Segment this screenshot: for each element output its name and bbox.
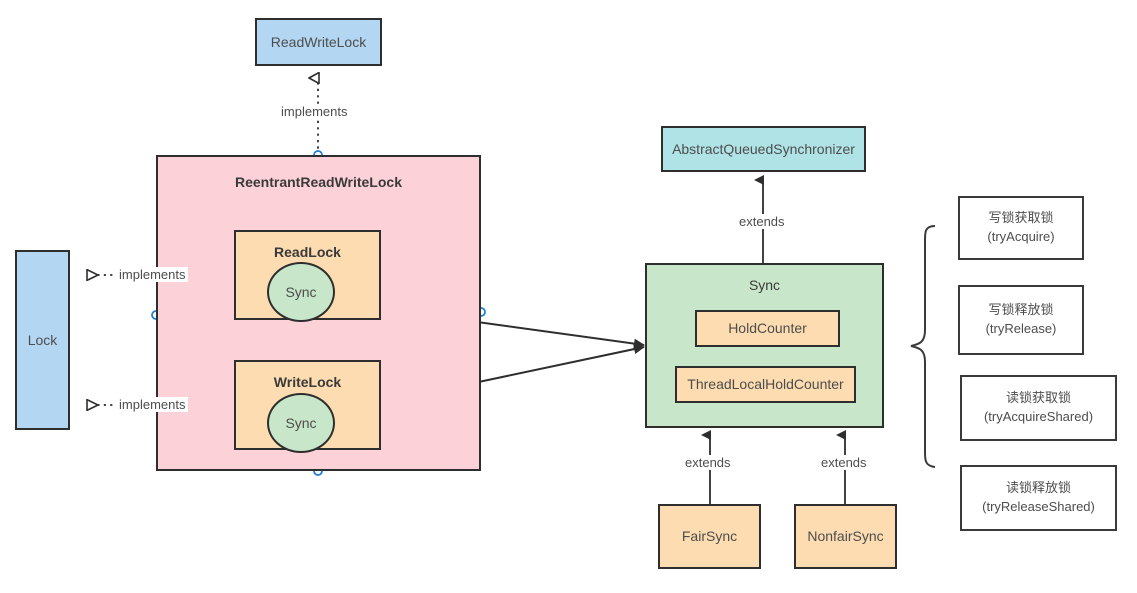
side-box-try-acquire-cn: 写锁获取锁 [988, 211, 1054, 227]
side-box-try-release-shared[interactable]: 读锁释放锁 (tryReleaseShared) [960, 465, 1117, 531]
node-writelock-label: WriteLock [273, 374, 342, 390]
node-threadlocalholdcounter[interactable]: ThreadLocalHoldCounter [675, 366, 856, 403]
node-lock[interactable]: Lock [15, 250, 70, 430]
node-holdcounter-label: HoldCounter [728, 320, 807, 337]
node-nonfairsync[interactable]: NonfairSync [794, 504, 897, 569]
side-box-try-acquire-shared-cn: 读锁获取锁 [1005, 391, 1071, 407]
node-fairsync[interactable]: FairSync [658, 504, 761, 569]
node-threadlocalholdcounter-label: ThreadLocalHoldCounter [687, 376, 844, 393]
node-abstractqueuedsynchronizer[interactable]: AbstractQueuedSynchronizer [661, 126, 866, 172]
node-readlock-sync-ellipse[interactable]: Sync [267, 262, 335, 322]
edge-label-extends-nonfairsync: extends [818, 455, 870, 470]
node-nonfairsync-label: NonfairSync [807, 528, 884, 545]
node-reentrantreadwritelock-label: ReentrantReadWriteLock [234, 174, 402, 190]
node-lock-label: Lock [27, 331, 58, 348]
node-writelock-sync-label: Sync [285, 415, 317, 431]
side-box-try-acquire-shared-en: (tryAcquireShared) [983, 409, 1094, 424]
node-readwritelock-label: ReadWriteLock [270, 33, 367, 50]
node-readwritelock[interactable]: ReadWriteLock [255, 18, 382, 66]
edge-label-implements-readlock: implements [116, 267, 189, 282]
side-box-try-acquire-en: (tryAcquire) [987, 229, 1055, 244]
side-box-try-acquire-shared[interactable]: 读锁获取锁 (tryAcquireShared) [960, 375, 1117, 441]
edge-label-extends-fairsync: extends [682, 455, 734, 470]
node-sync-label: Sync [748, 277, 781, 293]
node-readlock-sync-label: Sync [285, 284, 317, 300]
node-fairsync-label: FairSync [681, 528, 738, 545]
edge-label-implements-readwritelock: implements [278, 104, 351, 119]
side-box-try-release-shared-en: (tryReleaseShared) [982, 499, 1095, 514]
side-box-try-release-shared-cn: 读锁释放锁 [1005, 481, 1071, 497]
side-box-try-acquire[interactable]: 写锁获取锁 (tryAcquire) [958, 196, 1084, 260]
side-box-try-release-en: (tryRelease) [985, 321, 1057, 336]
node-writelock-sync-ellipse[interactable]: Sync [267, 393, 335, 453]
edge-label-extends-aqs: extends [736, 214, 788, 229]
grouping-brace [910, 225, 936, 468]
side-box-try-release-cn: 写锁释放锁 [988, 303, 1054, 319]
node-readlock-label: ReadLock [274, 244, 341, 260]
node-holdcounter[interactable]: HoldCounter [695, 310, 840, 347]
node-abstractqueuedsynchronizer-label: AbstractQueuedSynchronizer [672, 140, 855, 157]
edge-label-implements-writelock: implements [116, 397, 189, 412]
side-box-try-release[interactable]: 写锁释放锁 (tryRelease) [958, 285, 1084, 355]
